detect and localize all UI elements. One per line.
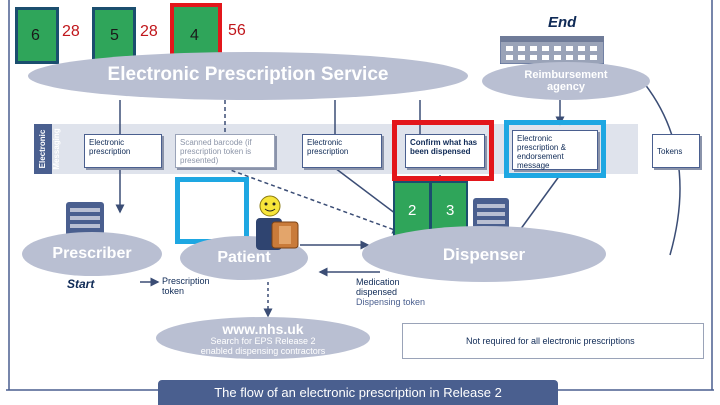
dispenser-ellipse bbox=[362, 226, 606, 282]
badge-4-number: 4 bbox=[190, 27, 199, 44]
endorsement-highlight-box bbox=[504, 120, 606, 178]
prescriber-ellipse bbox=[22, 232, 162, 276]
start-label: Start bbox=[67, 277, 95, 291]
patient-highlight-box bbox=[175, 177, 249, 244]
dispensing-token-label: Dispensing token bbox=[356, 297, 426, 307]
building-icon bbox=[500, 34, 604, 64]
footer-bar bbox=[158, 380, 558, 405]
badge-5-side: 28 bbox=[140, 23, 158, 40]
msg-electronic-prescription-1: Electronic prescription bbox=[84, 134, 162, 168]
website-ellipse bbox=[156, 317, 370, 359]
reimbursement-ellipse bbox=[482, 62, 650, 100]
msg-confirm-dispensed: Confirm what has been dispensed bbox=[405, 134, 485, 168]
patient-title: Patient bbox=[217, 249, 271, 266]
badge-4-side: 56 bbox=[228, 22, 246, 39]
badge-5-number: 5 bbox=[110, 27, 119, 44]
messaging-label: Electronic Messaging bbox=[38, 128, 61, 170]
reimbursement-label: Reimbursement agency bbox=[524, 69, 608, 93]
msg-electronic-prescription-2: Electronic prescription bbox=[302, 134, 382, 168]
medication-dispensed-label: Medication dispensed bbox=[356, 277, 400, 297]
msg-tokens: Tokens bbox=[652, 134, 700, 168]
msg-endorsement: Electronic prescription & endorsement me… bbox=[512, 130, 598, 170]
badge-6-side: 28 bbox=[62, 23, 80, 40]
legend-box bbox=[402, 323, 704, 359]
end-label: End bbox=[548, 14, 577, 31]
badge-5 bbox=[92, 7, 136, 64]
eps-banner bbox=[28, 52, 468, 100]
patient-person-icon bbox=[252, 194, 302, 252]
badge-3-number: 3 bbox=[446, 202, 455, 219]
msg-scanned-barcode: Scanned barcode (if prescription token i… bbox=[175, 134, 275, 168]
prescriber-title: Prescriber bbox=[52, 245, 132, 262]
badge-2-number: 2 bbox=[408, 202, 417, 219]
website-title: www.nhs.uk bbox=[222, 321, 304, 337]
prescription-token-label: Prescription token bbox=[162, 276, 210, 296]
legend-text: Not required for all electronic prescrip… bbox=[466, 336, 635, 346]
confirm-highlight-box bbox=[392, 120, 494, 181]
badge-6-number: 6 bbox=[31, 27, 40, 44]
footer-caption: The flow of an electronic prescription i… bbox=[214, 385, 502, 400]
website-subtitle: Search for EPS Release 2 enabled dispens… bbox=[200, 336, 326, 356]
messaging-bar bbox=[34, 124, 52, 174]
dispenser-title: Dispenser bbox=[442, 245, 526, 264]
badge-6 bbox=[15, 7, 59, 64]
eps-banner-title: Electronic Prescription Service bbox=[107, 64, 389, 85]
